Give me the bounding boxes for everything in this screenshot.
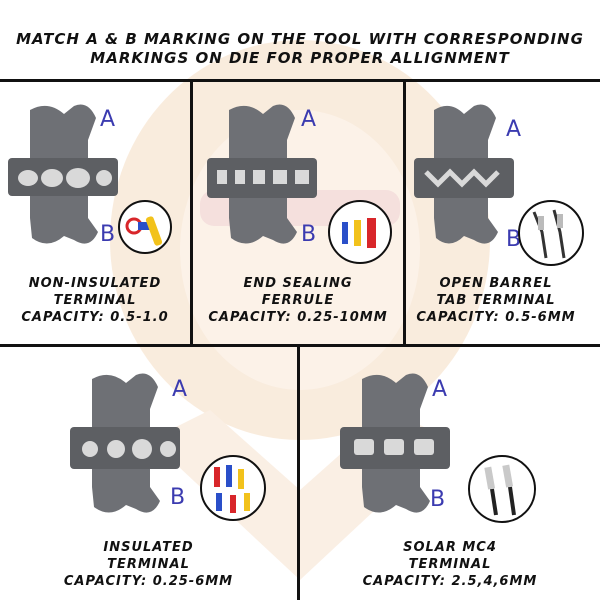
instruction-header: MATCH A & B MARKING ON THE TOOL WITH COR… [0, 30, 600, 68]
mark-a: A [301, 107, 317, 132]
crimp-die-image [8, 104, 118, 244]
panel-caption: END SEALING FERRULE CAPACITY: 0.25-10MM [208, 276, 388, 325]
header-line-1: MATCH A & B MARKING ON THE TOOL WITH COR… [16, 30, 584, 48]
panel-caption: SOLAR MC4 TERMINAL CAPACITY: 2.5,4,6MM [362, 540, 538, 589]
panel-caption: INSULATED TERMINAL CAPACITY: 0.25-6MM [63, 540, 234, 589]
crimp-die-image [70, 373, 180, 513]
panel-caption: OPEN BARREL TAB TERMINAL CAPACITY: 0.5-6… [416, 276, 576, 325]
crimp-die-image [340, 373, 450, 513]
ferrule-photo [328, 200, 392, 264]
divider-middle [0, 344, 600, 347]
mark-b: B [301, 222, 317, 247]
panel-open-barrel: A B OPEN BARREL TAB TERMINAL CAPACITY: 0… [406, 82, 600, 344]
mark-b: B [170, 485, 186, 510]
divider-vertical-1 [190, 80, 193, 345]
divider-vertical-2 [403, 80, 406, 345]
mark-a: A [432, 377, 448, 402]
divider-vertical-3 [297, 345, 300, 600]
crimp-die-image [207, 104, 317, 244]
mark-a: A [506, 117, 522, 142]
panel-solar-mc4: A B SOLAR MC4 TERMINAL CAPACITY: 2.5,4,6… [300, 347, 600, 600]
header-line-2: MARKINGS ON DIE FOR PROPER ALLIGNMENT [90, 49, 510, 67]
panel-caption: NON-INSULATED TERMINAL CAPACITY: 0.5-1.0 [21, 276, 169, 325]
terminal-photo [518, 200, 584, 266]
divider-top [0, 79, 600, 82]
crimp-die-image [414, 104, 514, 244]
mark-a: A [172, 377, 188, 402]
terminal-photo [118, 200, 172, 254]
panel-insulated: A B INSULATED TERMINAL CAPACITY: 0.25-6M… [0, 347, 297, 600]
terminal-photo [200, 455, 266, 521]
terminal-photo [468, 455, 536, 523]
panel-end-sealing-ferrule: A B END SEALING FERRULE CAPACITY: 0.25-1… [193, 82, 403, 344]
mark-b: B [506, 227, 522, 252]
panel-non-insulated: A B NON-INSULATED TERMINAL CAPACITY: 0.5… [0, 82, 190, 344]
mark-b: B [100, 222, 116, 247]
mark-a: A [100, 107, 116, 132]
mark-b: B [430, 487, 446, 512]
